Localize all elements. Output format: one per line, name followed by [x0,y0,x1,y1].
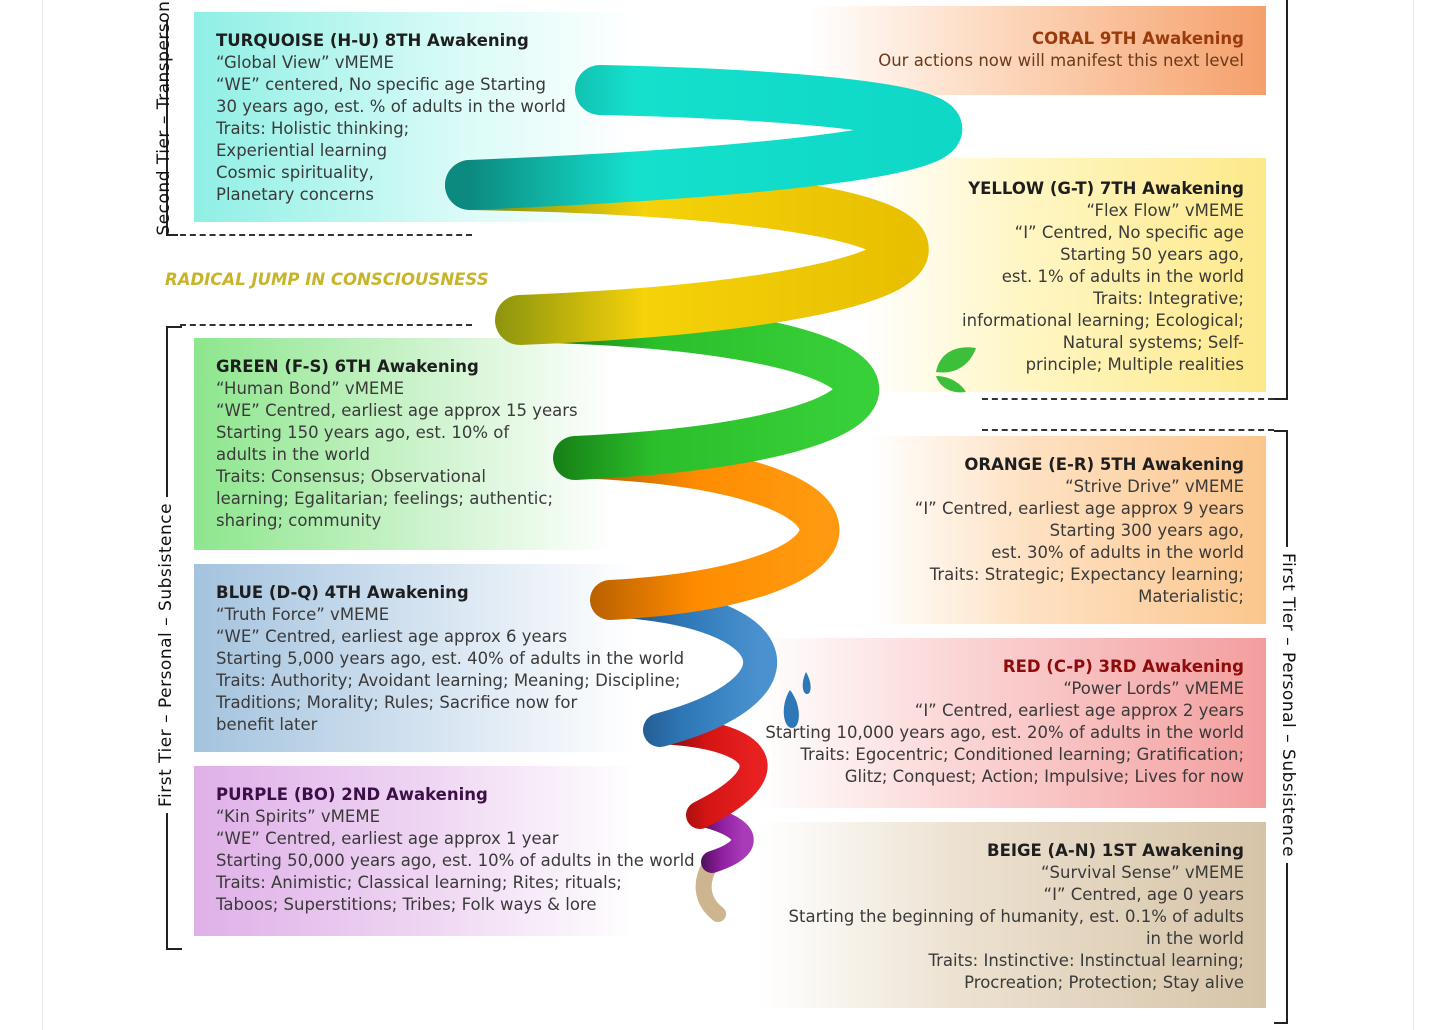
second-tier-label: Second Tier – Transpersonal [154,0,174,236]
red-line: “Power Lords” vMEME [1063,679,1244,698]
beige-line: Starting the beginning of humanity, est.… [788,907,1244,926]
purple-line: Starting 50,000 years ago, est. 10% of a… [216,851,695,870]
water-drop-icon [802,672,811,694]
yellow-title: YELLOW (G-T) 7TH Awakening [968,179,1244,198]
green-title: GREEN (F-S) 6TH Awakening [216,357,479,376]
blue-line: “WE” Centred, earliest age approx 6 year… [216,627,568,646]
yellow-line: principle; Multiple realities [1025,355,1244,374]
blue-line: “Truth Force” vMEME [216,605,390,624]
yellow-line: informational learning; Ecological; [962,311,1244,330]
radical-jump-label: RADICAL JUMP IN CONSCIOUSNESS [165,270,489,289]
yellow-line: Traits: Integrative; [1093,289,1244,308]
orange-line: Starting 300 years ago, [1049,521,1244,540]
red-line: Starting 10,000 years ago, est. 20% of a… [765,723,1244,742]
frame-line-right [1413,0,1414,1030]
coral-line: Our actions now will manifest this next … [878,51,1244,70]
yellow-panel: YELLOW (G-T) 7TH Awakening “Flex Flow” v… [860,158,1266,392]
orange-line: Traits: Strategic; Expectancy learning; [929,565,1244,584]
orange-line: Materialistic; [1138,587,1244,606]
turquoise-line: Traits: Holistic thinking; [216,119,410,138]
red-line: Glitz; Conquest; Action; Impulsive; Live… [844,767,1244,786]
turquoise-title: TURQUOISE (H-U) 8TH Awakening [216,31,529,50]
spiral-segment-blue [593,583,777,747]
purple-panel: PURPLE (BO) 2ND Awakening “Kin Spirits” … [194,766,695,936]
yellow-line: Natural systems; Self- [1062,333,1244,352]
beige-line: “I” Centred, age 0 years [1043,885,1244,904]
top-right-bracket [1274,0,1288,400]
green-line: Starting 150 years ago, est. 10% of [216,423,510,442]
turquoise-line: 30 years ago, est. % of adults in the wo… [216,97,566,116]
spiral-segment-turquoise [445,65,963,210]
leaf-icon [936,376,966,393]
purple-line: “Kin Spirits” vMEME [216,807,380,826]
dashed-separator [982,398,1274,400]
turquoise-line: Cosmic spirituality, [216,163,374,182]
frame-line-left [42,0,43,1030]
red-title: RED (C-P) 3RD Awakening [1002,657,1244,676]
blue-line: Traditions; Morality; Rules; Sacrifice n… [216,693,578,712]
orange-panel: ORANGE (E-R) 5TH Awakening “Strive Drive… [870,436,1266,624]
first-tier-left-label: First Tier – Personal – Subsistence [156,496,176,814]
orange-line: est. 30% of adults in the world [991,543,1244,562]
leaf-icon [936,347,976,373]
water-drop-icon [783,690,799,728]
purple-line: Traits: Animistic; Classical learning; R… [216,873,622,892]
purple-line: “WE” Centred, earliest age approx 1 year [216,829,559,848]
second-tier-bracket [166,20,178,236]
turquoise-line: Planetary concerns [216,185,375,204]
purple-title: PURPLE (BO) 2ND Awakening [216,785,488,804]
beige-line: “Survival Sense” vMEME [1040,863,1244,882]
dashed-separator [180,234,472,236]
dashed-separator [180,324,472,326]
coral-title: CORAL 9TH Awakening [1032,29,1244,48]
first-tier-right-label: First Tier – Personal – Subsistence [1278,546,1298,864]
purple-line: Taboos; Superstitions; Tribes; Folk ways… [216,895,597,914]
blue-panel: BLUE (D-Q) 4TH Awakening “Truth Force” v… [194,564,685,752]
turquoise-line: “Global View” vMEME [216,53,394,72]
yellow-line: Starting 50 years ago, [1060,245,1244,264]
turquoise-line: Experiential learning [216,141,388,160]
orange-title: ORANGE (E-R) 5TH Awakening [964,455,1244,474]
dashed-separator [982,429,1274,431]
turquoise-panel: TURQUOISE (H-U) 8TH Awakening “Global Vi… [194,12,634,222]
green-line: adults in the world [216,445,370,464]
orange-line: “Strive Drive” vMEME [1065,477,1244,496]
turquoise-line: “WE” centered, No specific age Starting [216,75,546,94]
coral-panel: CORAL 9TH Awakening Our actions now will… [810,6,1266,95]
yellow-line: “I” Centred, No specific age [1014,223,1244,242]
beige-line: in the world [1145,929,1244,948]
green-line: Traits: Consensus; Observational [216,467,486,486]
beige-line: Traits: Instinctive: Instinctual learnin… [928,951,1244,970]
red-line: “I” Centred, earliest age approx 2 years [914,701,1244,720]
red-line: Traits: Egocentric; Conditioned learning… [800,745,1244,764]
green-line: learning; Egalitarian; feelings; authent… [216,489,554,508]
green-line: “Human Bond” vMEME [216,379,405,398]
green-line: sharing; community [216,511,382,530]
spiral-segment-orange [555,438,840,620]
blue-line: Starting 5,000 years ago, est. 40% of ad… [216,649,685,668]
yellow-line: “Flex Flow” vMEME [1086,201,1244,220]
blue-line: benefit later [216,715,318,734]
red-panel: RED (C-P) 3RD Awakening “Power Lords” vM… [760,638,1266,808]
yellow-line: est. 1% of adults in the world [1001,267,1244,286]
blue-title: BLUE (D-Q) 4TH Awakening [216,583,469,602]
orange-line: “I” Centred, earliest age approx 9 years [914,499,1244,518]
beige-title: BEIGE (A-N) 1ST Awakening [987,841,1244,860]
beige-line: Procreation; Protection; Stay alive [964,973,1244,992]
green-panel: GREEN (F-S) 6TH Awakening “Human Bond” v… [194,338,614,550]
beige-panel: BEIGE (A-N) 1ST Awakening “Survival Sens… [760,822,1266,1008]
green-line: “WE” Centred, earliest age approx 15 yea… [216,401,578,420]
blue-line: Traits: Authority; Avoidant learning; Me… [216,671,681,690]
